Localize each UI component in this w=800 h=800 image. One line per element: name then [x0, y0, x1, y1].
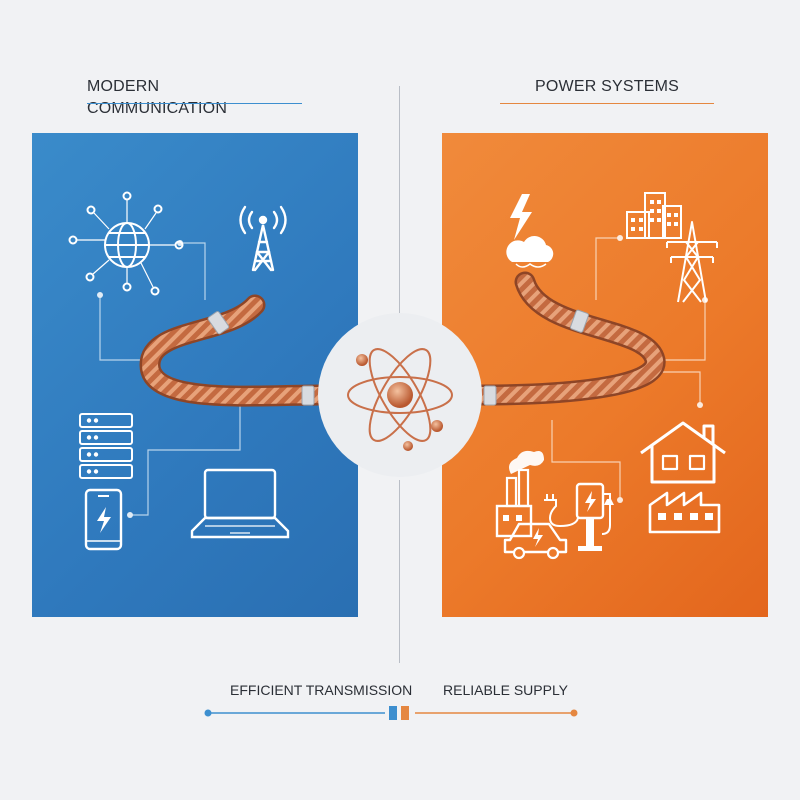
left-heading-underline — [87, 103, 302, 104]
left-heading-text: MODERN COMMUNICATION — [87, 78, 228, 117]
server-rack-icon — [79, 413, 133, 479]
left-heading: MODERN COMMUNICATION — [87, 76, 302, 117]
lightning-cloud-icon — [506, 194, 554, 268]
house-icon — [640, 421, 726, 484]
cable-coupler — [570, 309, 589, 333]
laptop-icon — [190, 468, 290, 539]
footer-line — [204, 706, 578, 720]
cable-coupler — [207, 311, 230, 335]
right-heading: POWER SYSTEMS — [500, 76, 714, 106]
center-divider-bottom — [399, 480, 400, 663]
cable-coupler — [301, 385, 315, 406]
city-buildings-icon — [626, 192, 682, 239]
radio-tower-icon — [239, 205, 287, 272]
power-pylon-icon — [666, 221, 718, 303]
copper-cable-right — [469, 271, 666, 406]
center-divider-top — [399, 86, 400, 316]
right-heading-underline — [500, 103, 714, 104]
globe-network-icon — [68, 191, 184, 296]
footer-orange-marker — [401, 706, 409, 720]
atom-nucleus — [387, 382, 413, 408]
atom-icon — [347, 348, 453, 442]
right-connector-lines — [551, 235, 708, 503]
power-plant-icon — [495, 450, 544, 538]
smartphone-charging-icon — [84, 488, 123, 551]
factory-icon — [648, 491, 721, 534]
footer-blue-marker — [389, 706, 397, 720]
electric-car-icon — [503, 494, 579, 560]
cable-coupler — [483, 385, 497, 406]
footer-left-label: EFFICIENT TRANSMISSION — [230, 682, 413, 698]
copper-cable-left — [139, 294, 331, 407]
charging-station-icon — [575, 482, 614, 551]
atom-hub — [318, 313, 482, 477]
right-heading-text: POWER SYSTEMS — [535, 78, 679, 95]
footer-right-label: RELIABLE SUPPLY — [443, 682, 569, 698]
